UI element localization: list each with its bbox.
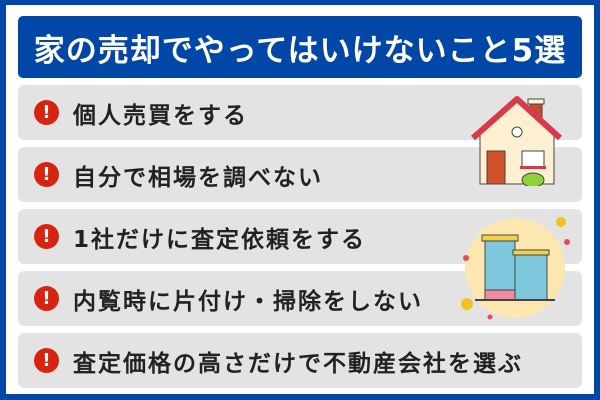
list-item-label: 内覧時に片付け・掃除をしない [73,288,423,315]
building-illustration [461,217,570,320]
list-item-label: 個人売買をする [73,102,248,129]
exclamation-icon: ! [34,348,59,373]
page-title: 家の売却でやってはいけないこと5選 [18,16,582,78]
list-item-label: 自分で相場を調べない [73,164,323,191]
house-illustration [471,96,563,186]
list-item: ! 査定価格の高さだけで不動産会社を選ぶ [18,333,582,388]
exclamation-icon: ! [34,162,59,187]
exclamation-icon: ! [34,224,59,249]
list-item-label: 1社だけに査定依頼をする [73,226,367,253]
exclamation-icon: ! [34,286,59,311]
exclamation-icon: ! [34,100,59,125]
list-item-label: 査定価格の高さだけで不動産会社を選ぶ [73,350,523,377]
